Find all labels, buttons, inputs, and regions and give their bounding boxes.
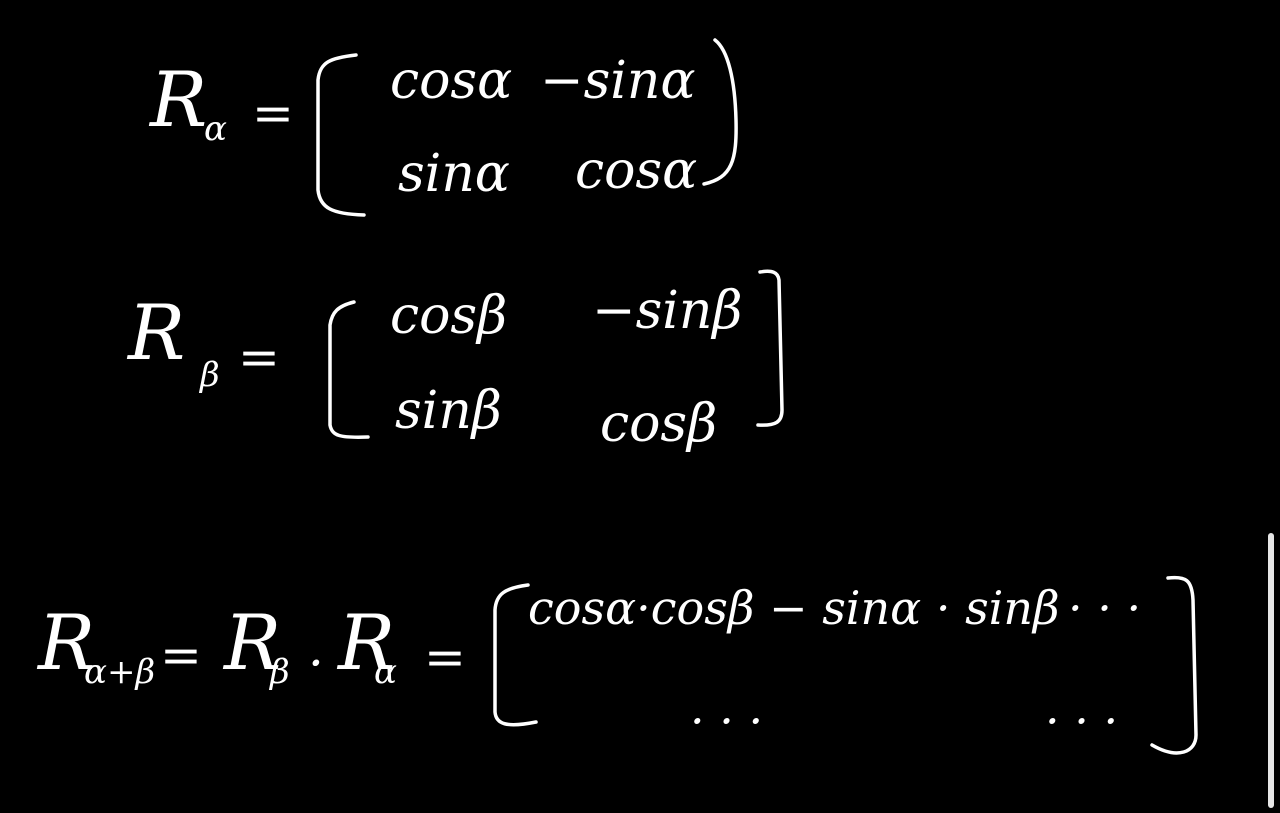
- eq2-cell-r2c1: sinβ: [395, 381, 502, 441]
- vertical-scrollbar[interactable]: [1268, 533, 1274, 808]
- eq3-lhs-symbol: R: [38, 598, 96, 687]
- eq3-cell-r1c1: cosα·cosβ − sinα · sinβ: [528, 581, 1060, 635]
- eq1-cell-r2c1: sinα: [398, 144, 510, 204]
- eq2-lhs-subscript: β: [200, 355, 220, 395]
- eq3-cell-r1c2: · · ·: [1068, 581, 1142, 635]
- eq3-mid-symbol-2: R: [338, 598, 396, 687]
- eq1-lhs-symbol: R: [150, 55, 208, 144]
- eq2-equals-sign: =: [238, 328, 280, 386]
- eq3-mid-symbol-1: R: [224, 598, 282, 687]
- eq1-cell-r1c2: −sinα: [540, 51, 696, 111]
- eq3-cell-r2c1: · · ·: [690, 694, 764, 748]
- eq3-equals-sign-1: =: [160, 626, 202, 684]
- eq2-cell-r1c2: −sinβ: [592, 281, 743, 341]
- eq1-cell-r2c2: cosα: [575, 141, 698, 201]
- eq3-lhs-subscript: α+β: [84, 652, 156, 692]
- eq3-cell-r2c2: · · ·: [1045, 694, 1119, 748]
- eq3-equals-sign-2: =: [424, 628, 466, 686]
- eq2-cell-r2c2: cosβ: [600, 394, 718, 454]
- eq3-mid-subscript-2: α: [374, 652, 397, 692]
- eq3-mid-subscript-1: β: [270, 652, 290, 692]
- eq2-cell-r1c1: cosβ: [390, 286, 508, 346]
- eq1-lhs-subscript: α: [204, 109, 227, 149]
- eq3-dot-operator: ·: [308, 634, 324, 692]
- eq1-equals-sign: =: [252, 84, 294, 142]
- eq1-cell-r1c1: cosα: [390, 51, 513, 111]
- eq2-lhs-symbol: R: [128, 288, 186, 377]
